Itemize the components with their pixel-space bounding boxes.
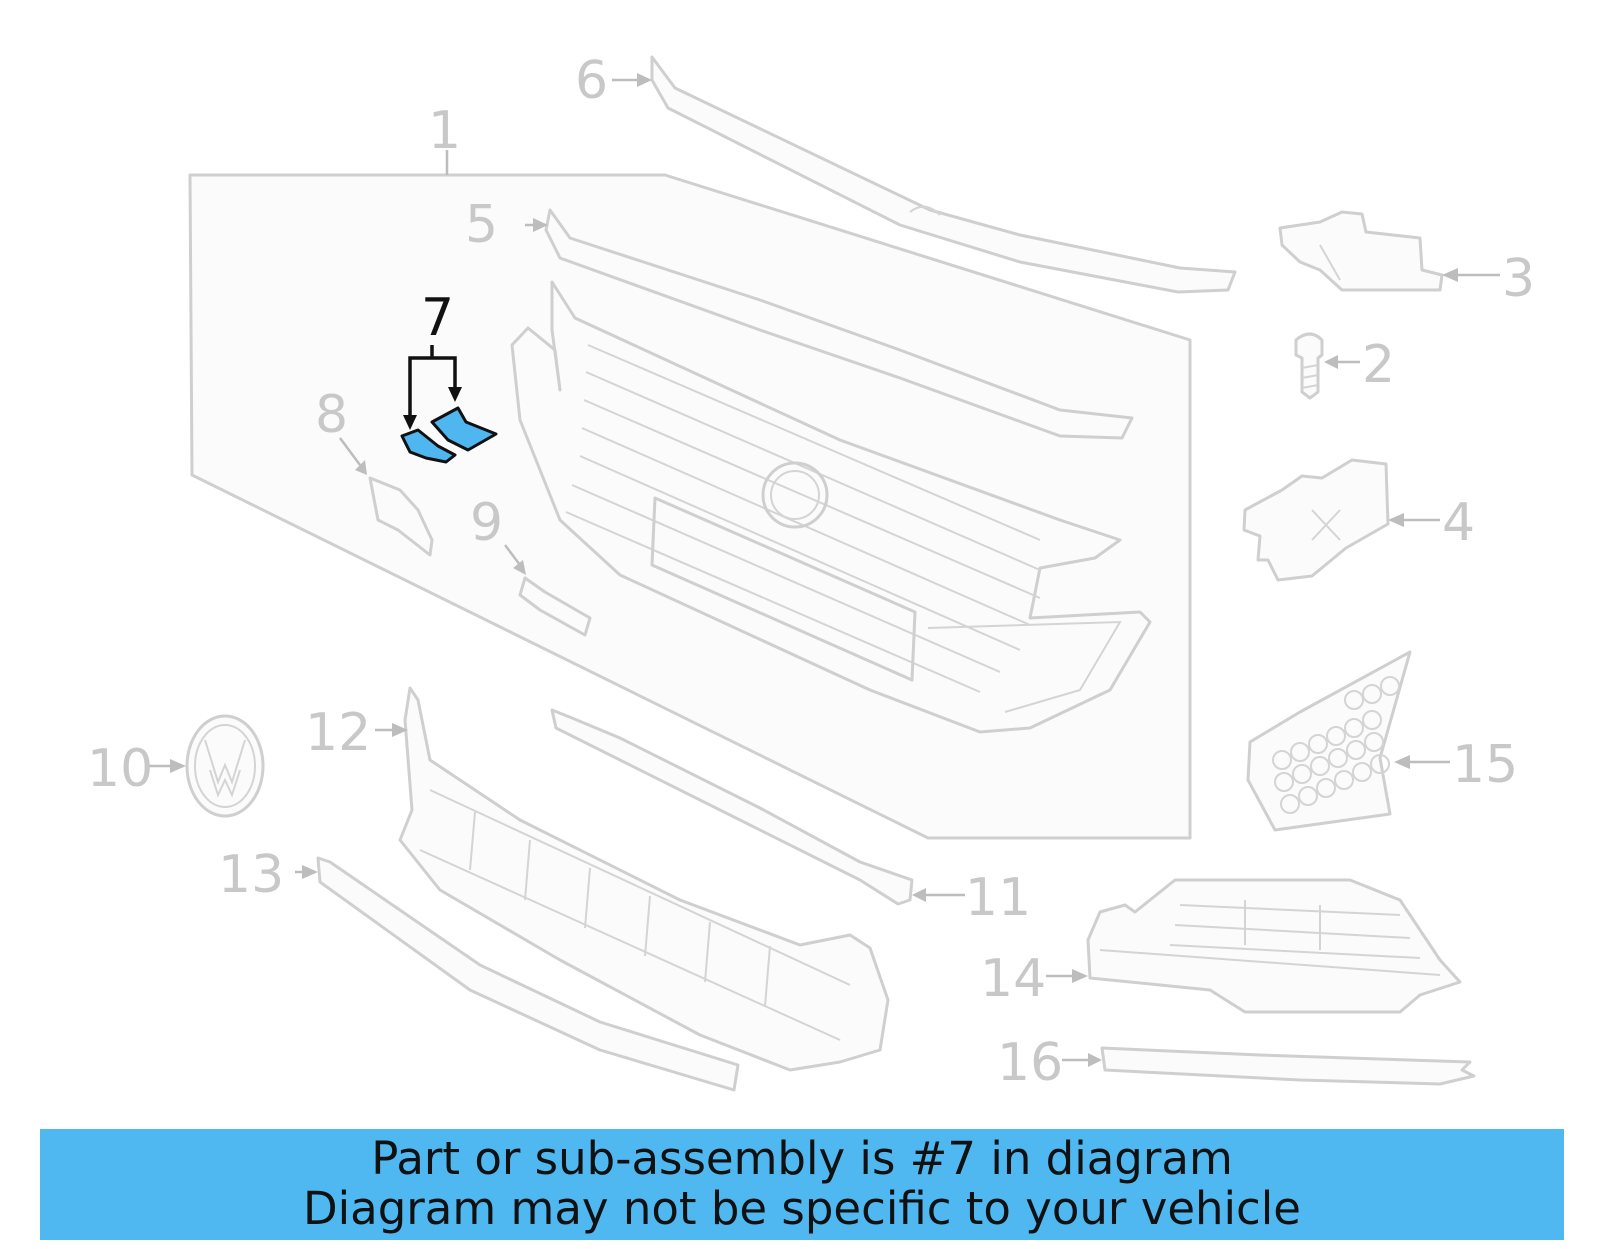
callout-12: 12 xyxy=(305,703,371,763)
callout-11: 11 xyxy=(965,868,1031,928)
part-4-bracket: 4 xyxy=(1242,458,1475,582)
part-10-emblem: 10 xyxy=(87,714,265,818)
callout-4: 4 xyxy=(1442,493,1475,553)
callout-2: 2 xyxy=(1362,335,1395,395)
callout-15: 15 xyxy=(1452,735,1518,795)
callout-1: 1 xyxy=(428,101,461,161)
part-8-bracket: 8 xyxy=(315,385,434,557)
callout-8: 8 xyxy=(315,385,348,445)
part-16-bottom-strip: 16 xyxy=(997,1033,1476,1093)
part-3-bracket: 3 xyxy=(1278,210,1535,309)
main-grille xyxy=(510,280,1152,734)
banner-disclaimer-line: Diagram may not be specific to your vehi… xyxy=(303,1182,1301,1235)
part-14-side-grille: 14 xyxy=(980,878,1462,1014)
callout-14: 14 xyxy=(980,949,1046,1009)
part-2-screw: 2 xyxy=(1294,332,1395,400)
part-11-trim-strip: 11 xyxy=(550,708,1031,928)
part-6-upper-trim: 6 xyxy=(575,51,1237,294)
part-13-lower-strip: 13 xyxy=(218,845,740,1092)
callout-7: 7 xyxy=(421,288,454,348)
callout-6: 6 xyxy=(575,51,608,111)
part-9-trim-piece: 9 xyxy=(470,493,592,637)
part-15-mesh: 15 xyxy=(1246,650,1518,832)
part-7-highlighted: 7 xyxy=(400,288,498,464)
callout-13: 13 xyxy=(218,845,284,905)
callout-3: 3 xyxy=(1502,249,1535,309)
callout-16: 16 xyxy=(997,1033,1063,1093)
callout-9: 9 xyxy=(470,493,503,553)
part-5-grille-trim: 5 xyxy=(465,195,1134,440)
callout-10: 10 xyxy=(87,739,153,799)
part-12-lower-grille: 12 xyxy=(305,686,890,1072)
info-banner: Part or sub-assembly is #7 in diagram Di… xyxy=(40,1129,1564,1240)
callout-5: 5 xyxy=(465,195,498,255)
banner-part-line: Part or sub-assembly is #7 in diagram xyxy=(371,1132,1233,1185)
